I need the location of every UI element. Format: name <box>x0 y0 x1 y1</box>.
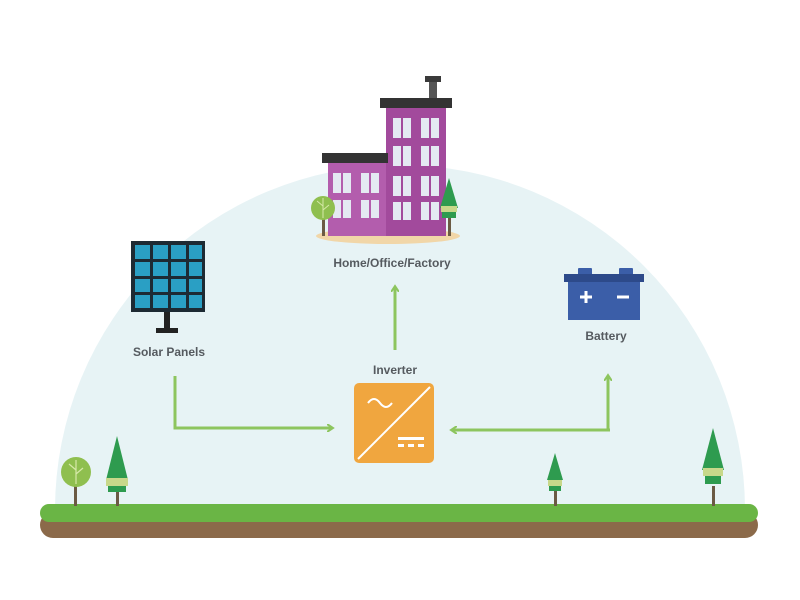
grass-strip <box>40 504 758 522</box>
battery-label: Battery <box>585 329 627 343</box>
battery-icon <box>564 268 644 320</box>
building-label: Home/Office/Factory <box>333 256 451 270</box>
inverter-icon <box>354 383 434 463</box>
sky-dome <box>55 165 745 510</box>
arrow-solar-to-inverter <box>173 376 332 428</box>
solar-panel-icon <box>131 241 205 333</box>
tree-icon <box>61 457 91 506</box>
tree-icon <box>547 453 563 506</box>
building-icon <box>311 76 460 244</box>
tree-icon <box>106 436 128 506</box>
tree-icon <box>702 428 724 506</box>
solar-panels-label: Solar Panels <box>132 345 206 359</box>
inverter-label: Inverter <box>372 363 418 377</box>
